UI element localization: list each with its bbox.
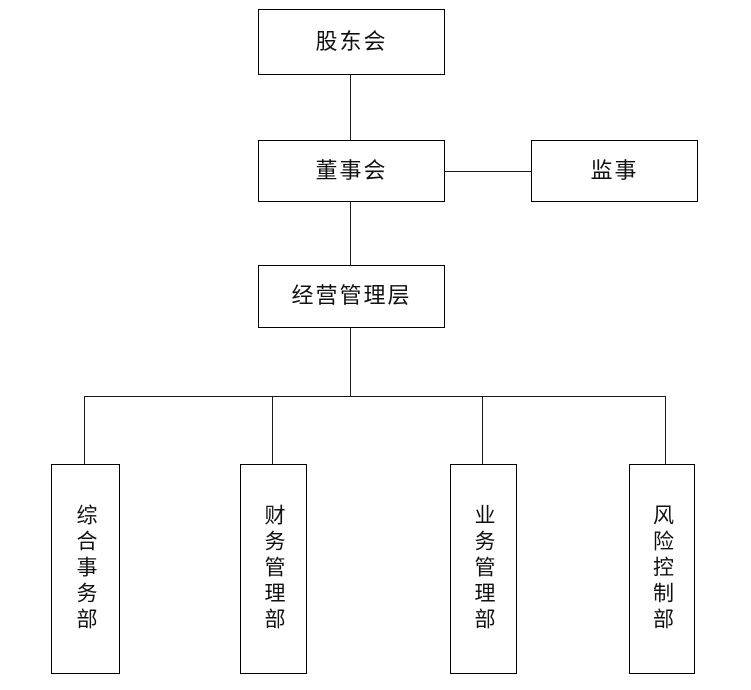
node-management-label: 经营管理层 [291, 283, 412, 309]
node-management[interactable]: 经营管理层 [258, 265, 445, 328]
node-general-affairs-department[interactable]: 综合事务部 [51, 464, 120, 674]
node-general-affairs-department-label: 综合事务部 [74, 504, 98, 634]
connector-shareholders-to-board [350, 74, 351, 141]
connector-horizontal-bus [84, 396, 666, 397]
node-supervisor[interactable]: 监事 [531, 140, 698, 202]
connector-management-to-bus [350, 327, 351, 397]
node-supervisor-label: 监事 [590, 157, 639, 183]
node-business-department[interactable]: 业务管理部 [450, 464, 517, 674]
connector-bus-to-business [482, 396, 483, 464]
node-finance-department[interactable]: 财务管理部 [240, 464, 307, 674]
connector-bus-to-risk-control [665, 396, 666, 464]
connector-bus-to-general-affairs [84, 396, 85, 464]
connector-board-to-supervisor [444, 171, 532, 172]
node-shareholders-label: 股东会 [315, 28, 388, 54]
connector-board-to-management [350, 201, 351, 266]
node-finance-department-label: 财务管理部 [262, 504, 286, 634]
node-board-of-directors-label: 董事会 [315, 157, 388, 183]
node-risk-control-department-label: 风险控制部 [650, 504, 675, 634]
node-shareholders[interactable]: 股东会 [258, 9, 445, 75]
node-board-of-directors[interactable]: 董事会 [258, 140, 445, 202]
node-risk-control-department[interactable]: 风险控制部 [629, 464, 695, 674]
node-business-department-label: 业务管理部 [472, 504, 496, 634]
connector-bus-to-finance [272, 396, 273, 464]
